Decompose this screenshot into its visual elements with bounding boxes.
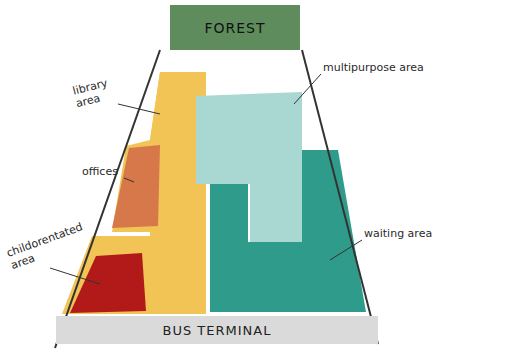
leader-line (118, 104, 160, 114)
forest-block: FOREST (170, 5, 300, 50)
leader-line (50, 268, 100, 284)
zone-title: BUS TERMINAL (163, 323, 272, 338)
zone-title: FOREST (204, 20, 265, 36)
multipurpose-zone (196, 92, 302, 242)
library-zone (62, 72, 206, 314)
zone-label: library area (72, 75, 123, 111)
zone-label: waiting area (364, 228, 464, 241)
children-zone (70, 253, 146, 313)
leader-line (294, 74, 321, 104)
site-edge (55, 50, 160, 348)
leader-line (124, 178, 134, 182)
zone-label: offices (82, 166, 126, 179)
site-edge (302, 50, 378, 344)
offices-zone (112, 145, 160, 228)
zone-label: multipurpose area (323, 62, 443, 75)
leader-line (330, 240, 362, 260)
terminal-band: BUS TERMINAL (56, 316, 378, 344)
zone-label: childorentated area (5, 233, 57, 272)
